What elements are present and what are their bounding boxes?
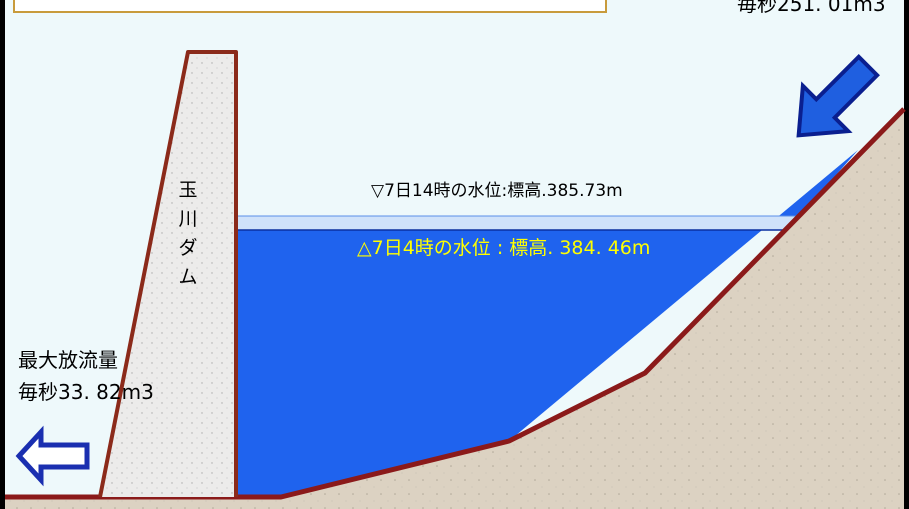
- inflow-value: 毎秒251. 01m3: [737, 0, 886, 16]
- reservoir-water: [236, 150, 858, 497]
- water-surface-band: [236, 216, 800, 230]
- outflow-title: 最大放流量: [18, 348, 118, 372]
- outflow-value: 毎秒33. 82m3: [18, 380, 154, 404]
- previous-water-level-label: △7日4時の水位 : 標高. 384. 46m: [357, 237, 651, 259]
- terrain-texture: [5, 109, 904, 509]
- dam-outline: [98, 50, 238, 498]
- title-box: [13, 0, 607, 13]
- inflow-arrow-icon: [796, 54, 880, 138]
- dam-texture: [100, 52, 236, 497]
- outflow-arrow-icon: [15, 425, 90, 487]
- current-water-level-label: ▽7日14時の水位:標高.385.73m: [371, 181, 623, 201]
- dam-name-label: 玉川ダム: [178, 179, 198, 288]
- frame-right: [904, 0, 909, 509]
- frame-left: [0, 0, 5, 509]
